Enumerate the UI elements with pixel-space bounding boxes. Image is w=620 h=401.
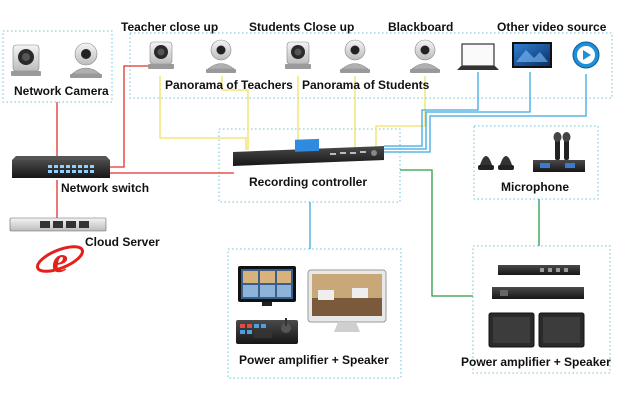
conference-mic-icon: [478, 156, 514, 170]
box-camera-icon: [11, 44, 41, 76]
microphone-group: [478, 132, 585, 172]
teacher-close-up-label: Teacher close up: [121, 20, 219, 34]
handheld-mic-icon: [553, 132, 571, 160]
wireless-receiver-icon: [533, 160, 585, 172]
classroom-monitor-icon: [238, 266, 296, 306]
cloud-server-device: [9, 217, 107, 232]
left-speaker-label: Power amplifier + Speaker: [239, 353, 389, 367]
controller-to-right-speaker-line: [400, 169, 473, 297]
teacher-camera-group: [148, 39, 236, 73]
network-switch-device: [12, 156, 110, 178]
ptz-camera-icon: [70, 42, 102, 78]
laptop-source-line: [384, 72, 479, 147]
laptop-icon: [457, 43, 499, 70]
teacher-video-line-a: [159, 76, 247, 150]
microphone-label: Microphone: [501, 180, 569, 194]
other-video-source-group: [457, 41, 600, 70]
blackboard-video-line: [375, 76, 426, 150]
computer-icon: [307, 269, 387, 332]
right-speaker-frame: [472, 245, 611, 374]
network-camera-group: [11, 42, 102, 78]
connection-lines: [56, 65, 587, 297]
speaker-left-icon: [488, 312, 535, 348]
recording-controller-device: [233, 138, 384, 166]
right-speaker-label: Power amplifier + Speaker: [461, 355, 611, 369]
left-speaker-frame: [227, 248, 402, 379]
other-video-source-label: Other video source: [497, 20, 607, 34]
speaker-right-icon: [538, 312, 585, 348]
student-ptz-camera-icon: [340, 39, 370, 73]
teacher-camera-to-switch-line: [110, 65, 148, 168]
control-keyboard-icon: [236, 318, 298, 344]
blackboard-label: Blackboard: [388, 20, 454, 34]
cloud-logo-letter: e: [52, 240, 68, 280]
screen-source-line: [384, 72, 531, 150]
cloud-server-label: Cloud Server: [85, 235, 160, 249]
students-close-up-label: Students Close up: [249, 20, 355, 34]
microphone-frame: [473, 125, 599, 200]
teacher-ptz-camera-icon: [206, 39, 236, 73]
network-switch-label: Network switch: [61, 181, 150, 195]
player-source-line: [384, 74, 587, 153]
network-camera-label: Network Camera: [14, 84, 109, 98]
network-camera-frame: [2, 30, 113, 103]
student-camera-group: [285, 39, 370, 73]
student-box-camera-icon: [285, 41, 311, 69]
panorama-students-label: Panorama of Students: [302, 78, 430, 92]
panorama-teachers-label: Panorama of Teachers: [165, 78, 293, 92]
teacher-box-camera-icon: [148, 41, 174, 69]
recording-controller-label: Recording controller: [249, 175, 368, 189]
teacher-video-line-b: [221, 76, 249, 150]
monitor-icon: [512, 42, 552, 68]
cloud-logo: e: [35, 240, 85, 280]
blackboard-ptz-camera-icon: [410, 39, 440, 73]
play-button-icon: [572, 41, 600, 69]
power-amplifier-icon: [492, 265, 584, 299]
